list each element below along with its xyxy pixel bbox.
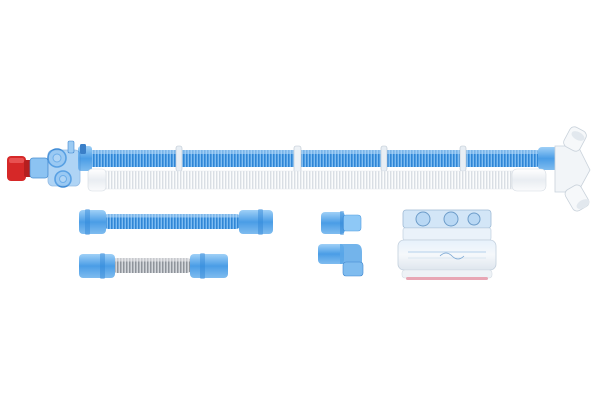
tube-clip-4 xyxy=(459,145,467,172)
y-connector-manifold xyxy=(29,140,86,188)
short-blue-hose xyxy=(79,209,273,235)
white-corrugated-limb xyxy=(87,168,547,192)
short-grey-hose xyxy=(79,253,228,279)
tube-clip-1 xyxy=(175,145,183,172)
elbow-connector xyxy=(318,244,364,277)
straight-connector xyxy=(321,211,362,235)
tube-clip-3 xyxy=(380,145,388,172)
y-piece xyxy=(554,126,591,212)
red-end-cap xyxy=(7,156,32,181)
filter-housing xyxy=(397,209,497,280)
blue-corrugated-limb xyxy=(78,146,560,171)
